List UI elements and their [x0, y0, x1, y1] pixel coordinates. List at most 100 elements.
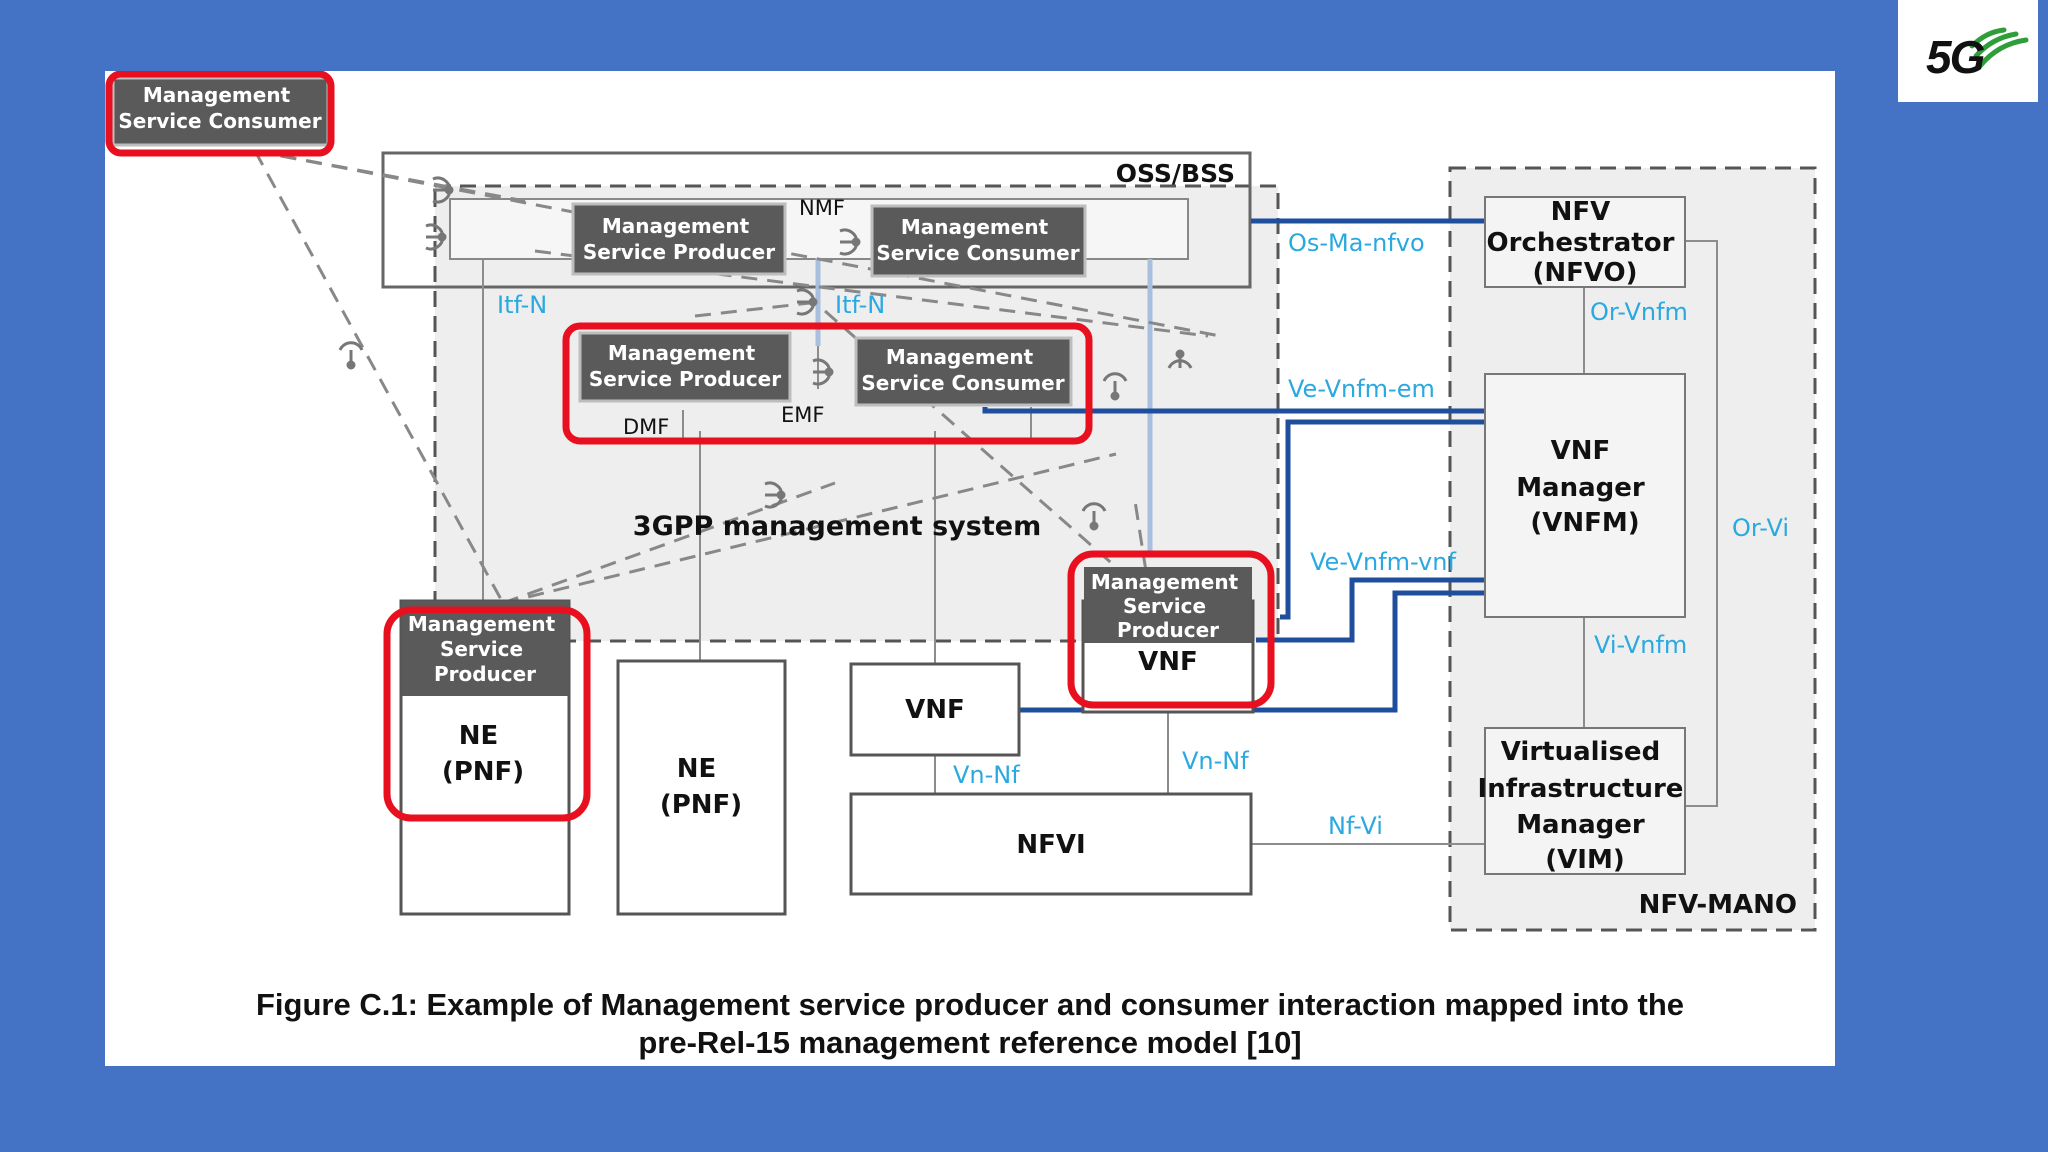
highlight-markers — [105, 71, 1275, 822]
logo-text: 5G — [1926, 31, 1985, 83]
sap-icon — [432, 176, 454, 204]
ve-vnfm-em-label: Ve-Vnfm-em — [1288, 375, 1435, 403]
svg-text:NFV Orchestrator (: NFV Orchestrator (NFVO) — [1487, 197, 1684, 288]
dmf-label: DMF — [623, 415, 669, 439]
msp-ne-box — [402, 601, 569, 696]
vnf2-label: VNF — [1138, 647, 1198, 677]
sap-icon — [338, 341, 364, 370]
highlight-msp-vnf — [1067, 550, 1275, 709]
ne-pnf-box-2 — [616, 659, 787, 916]
itf-n-left-label: Itf-N — [497, 291, 547, 319]
vim-label-2: Infrastructure — [1478, 774, 1684, 804]
slide: NFV Orchestrator (NFVO) VNF Manager (VNF… — [105, 71, 1835, 1066]
msc-emf-label-2: Service Consumer — [861, 371, 1064, 395]
or-vi-label: Or-Vi — [1732, 514, 1789, 542]
msc-emf-box — [854, 336, 1073, 407]
nfvo-box — [1484, 196, 1686, 288]
vi-vnfm-label: Vi-Vnfm — [1594, 631, 1687, 659]
msp-emf-label-2: Service Producer — [589, 367, 781, 391]
highlight-msp-ne — [383, 606, 591, 822]
ne1-label-2: (PNF) — [442, 757, 524, 787]
vnfm-label-2: Manager — [1516, 473, 1645, 503]
sap-icon — [1167, 349, 1193, 369]
msp-vnf-box — [1084, 567, 1252, 643]
svg-text:NE (PNF): NE (PNF) — [660, 754, 742, 820]
msp-ne-label-2: Service — [440, 637, 523, 661]
msc-nmf-box — [870, 204, 1087, 278]
svg-text:Management Service Consu: Management Service Consumer — [876, 215, 1079, 265]
svg-text:Management Service Produ: Management Service Producer — [583, 214, 775, 264]
reference-model-diagram: NFV Orchestrator (NFVO) VNF Manager (VNF… — [105, 71, 1817, 932]
msc-outside-label-2: Service Consumer — [118, 109, 321, 133]
msp-vnf-label-1: Management — [1091, 570, 1239, 594]
svg-text:VNF Manager (VNFM): VNF Manager (VNFM) — [1516, 436, 1654, 538]
vnfm-label-3: (VNFM) — [1530, 508, 1639, 538]
signal-arcs-icon — [1969, 27, 2029, 69]
sap-icon — [425, 223, 447, 251]
nfvi-box — [849, 792, 1253, 896]
vn-nf-right-label: Vn-Nf — [1182, 747, 1249, 775]
sap-icon — [764, 481, 786, 509]
nfvo-label-1: NFV — [1551, 197, 1611, 227]
msp-vnf-label-2: Service — [1123, 594, 1206, 618]
nfvi-label: NFVI — [1016, 830, 1085, 860]
msp-nmf-box — [571, 202, 787, 276]
highlight-emf — [562, 322, 1093, 445]
nfv-mano-label: NFV-MANO — [1639, 890, 1797, 920]
vim-label-3: Manager — [1516, 810, 1645, 840]
ne2-label-2: (PNF) — [660, 790, 742, 820]
vnfm-label-1: VNF — [1551, 436, 1611, 466]
msc-emf-label-1: Management — [886, 345, 1034, 369]
ve-vnfm-vnf-label: Ve-Vnfm-vnf — [1310, 548, 1456, 576]
msc-outside-label-1: Management — [143, 83, 291, 107]
sap-icon — [812, 358, 834, 386]
nfvo-label-3: (NFVO) — [1532, 258, 1637, 288]
caption-line-1: Figure C.1: Example of Management servic… — [255, 987, 1685, 1022]
vnf1-label: VNF — [905, 695, 965, 725]
oss-bss-label: OSS/BSS — [1116, 159, 1235, 188]
msp-nmf-label-1: Management — [602, 214, 750, 238]
msc-nmf-label-2: Service Consumer — [876, 241, 1079, 265]
vim-label-1: Virtualised — [1501, 737, 1660, 767]
svg-text:Management Service Consu: Management Service Consumer — [861, 345, 1064, 395]
msp-emf-label-1: Management — [608, 341, 756, 365]
nfv-reference-lines — [982, 218, 1485, 713]
vn-nf-left-label: Vn-Nf — [953, 761, 1020, 789]
itf-n-connectors — [815, 258, 1153, 551]
msp-nmf-label-2: Service Producer — [583, 240, 775, 264]
nmf-label: NMF — [799, 196, 845, 220]
msc-outside-box — [111, 76, 330, 147]
vim-box — [1484, 727, 1686, 875]
vim-label-4: (VIM) — [1545, 845, 1624, 875]
svg-text:Virtualised Infrastructu: Virtualised Infrastructure Manager (VIM) — [1478, 737, 1693, 875]
5g-logo: 5G — [1898, 0, 2038, 102]
msp-vnf-label-3: Producer — [1117, 618, 1219, 642]
sap-icon — [1081, 502, 1107, 531]
vnf-box-1 — [849, 662, 1021, 757]
figure-caption: Figure C.1: Example of Management servic… — [105, 986, 1835, 1062]
svg-text:NE (PNF): NE (PNF) — [442, 721, 524, 787]
svg-text:Management Service Produ: Management Service Producer — [589, 341, 781, 391]
vnfm-box — [1484, 373, 1686, 618]
ne2-label-1: NE — [677, 754, 717, 784]
msp-ne-label-1: Management — [408, 612, 556, 636]
svg-text:Management Service Consu: Management Service Consumer — [118, 83, 321, 133]
sap-icon — [796, 288, 818, 316]
svg-text:Management Service: Management Service Producer — [1091, 570, 1245, 642]
mgmt-system-label: 3GPP management system — [633, 511, 1041, 542]
itf-n-right-label: Itf-N — [835, 291, 885, 319]
sap-icon — [1102, 372, 1128, 401]
service-access-point-icons — [338, 176, 1193, 531]
msp-emf-box — [578, 331, 792, 403]
emf-label: EMF — [781, 403, 824, 427]
os-ma-nfvo-label: Os-Ma-nfvo — [1288, 229, 1425, 257]
msc-nmf-label-1: Management — [901, 215, 1049, 239]
sap-icon — [839, 228, 861, 256]
svg-text:Management Service: Management Service Producer — [408, 612, 562, 686]
highlight-msc-outside — [105, 71, 335, 157]
msp-ne-label-3: Producer — [434, 662, 536, 686]
ne1-label-1: NE — [459, 721, 499, 751]
caption-line-2: pre-Rel-15 management reference model [1… — [638, 1025, 1302, 1060]
nfvo-label-2: Orchestrator — [1487, 228, 1675, 258]
nf-vi-label: Nf-Vi — [1328, 812, 1383, 840]
